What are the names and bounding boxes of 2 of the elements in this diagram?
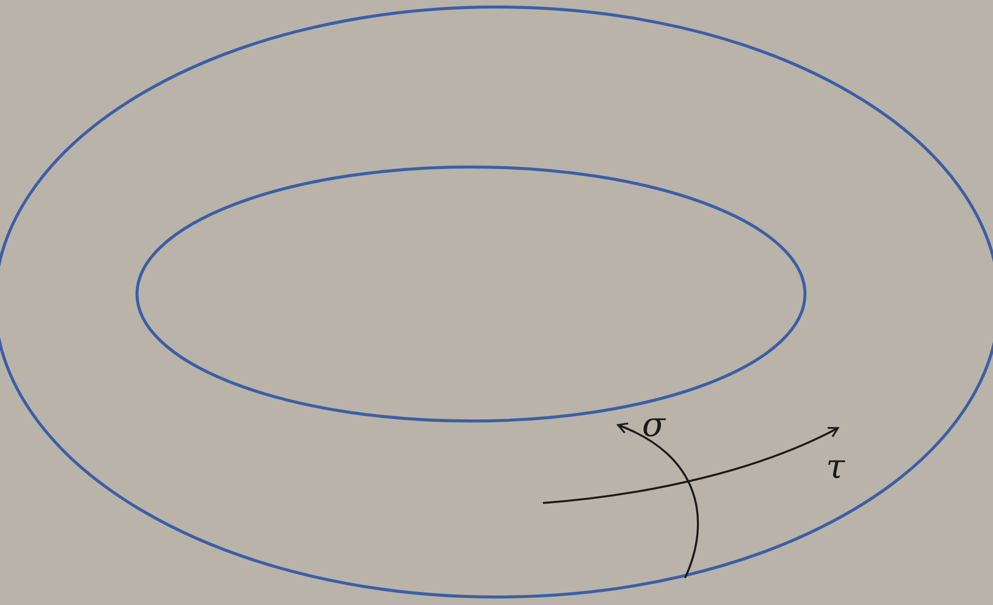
variable-label: σ: [642, 408, 666, 442]
variable-label: τ: [826, 450, 845, 484]
